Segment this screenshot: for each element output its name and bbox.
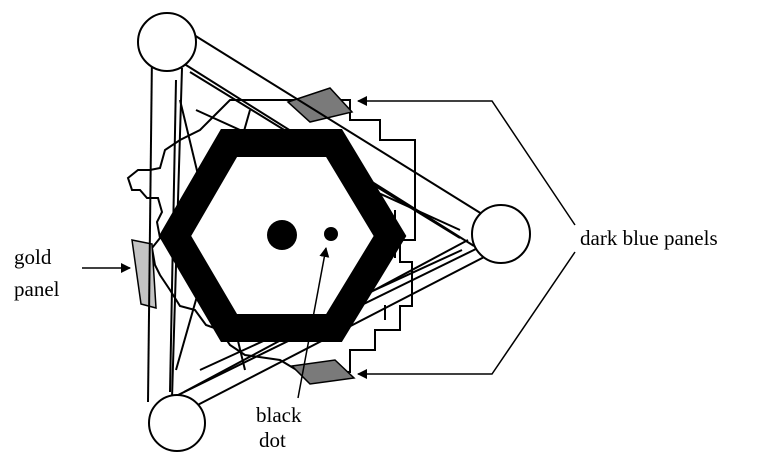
truss-frame — [147, 29, 491, 413]
black-dot-large — [267, 220, 297, 250]
gold-panel-label-line1: gold — [14, 245, 52, 269]
dark-blue-panels-label: dark blue panels — [580, 226, 718, 250]
dark-blue-panel-top — [286, 87, 354, 123]
gold-panel-label-line2: panel — [14, 277, 60, 301]
black-dot-small — [324, 227, 338, 241]
arrow-black-dot — [297, 247, 330, 399]
gold-panel — [131, 239, 157, 309]
black-dot-label-line1: black — [256, 403, 302, 427]
black-dot-label-line2: dot — [259, 428, 286, 452]
dark-blue-panel-bottom — [290, 359, 356, 385]
annotation-arrows — [82, 96, 576, 399]
arrow-dark-blue-bottom — [357, 251, 576, 379]
arrow-dark-blue-top — [357, 96, 576, 226]
node-bottom — [148, 394, 206, 452]
node-right — [471, 204, 531, 264]
node-top — [137, 12, 197, 72]
